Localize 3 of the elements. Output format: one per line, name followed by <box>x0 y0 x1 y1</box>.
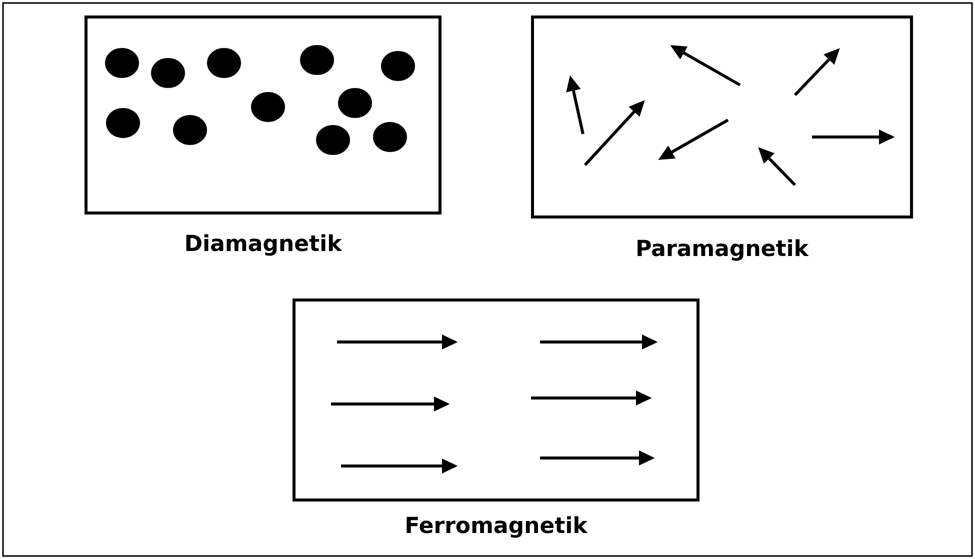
panel-label: Ferromagnetik <box>406 516 588 538</box>
panel-label: Paramagnetik <box>638 239 809 261</box>
panel-label: Diamagnetik <box>186 234 342 256</box>
